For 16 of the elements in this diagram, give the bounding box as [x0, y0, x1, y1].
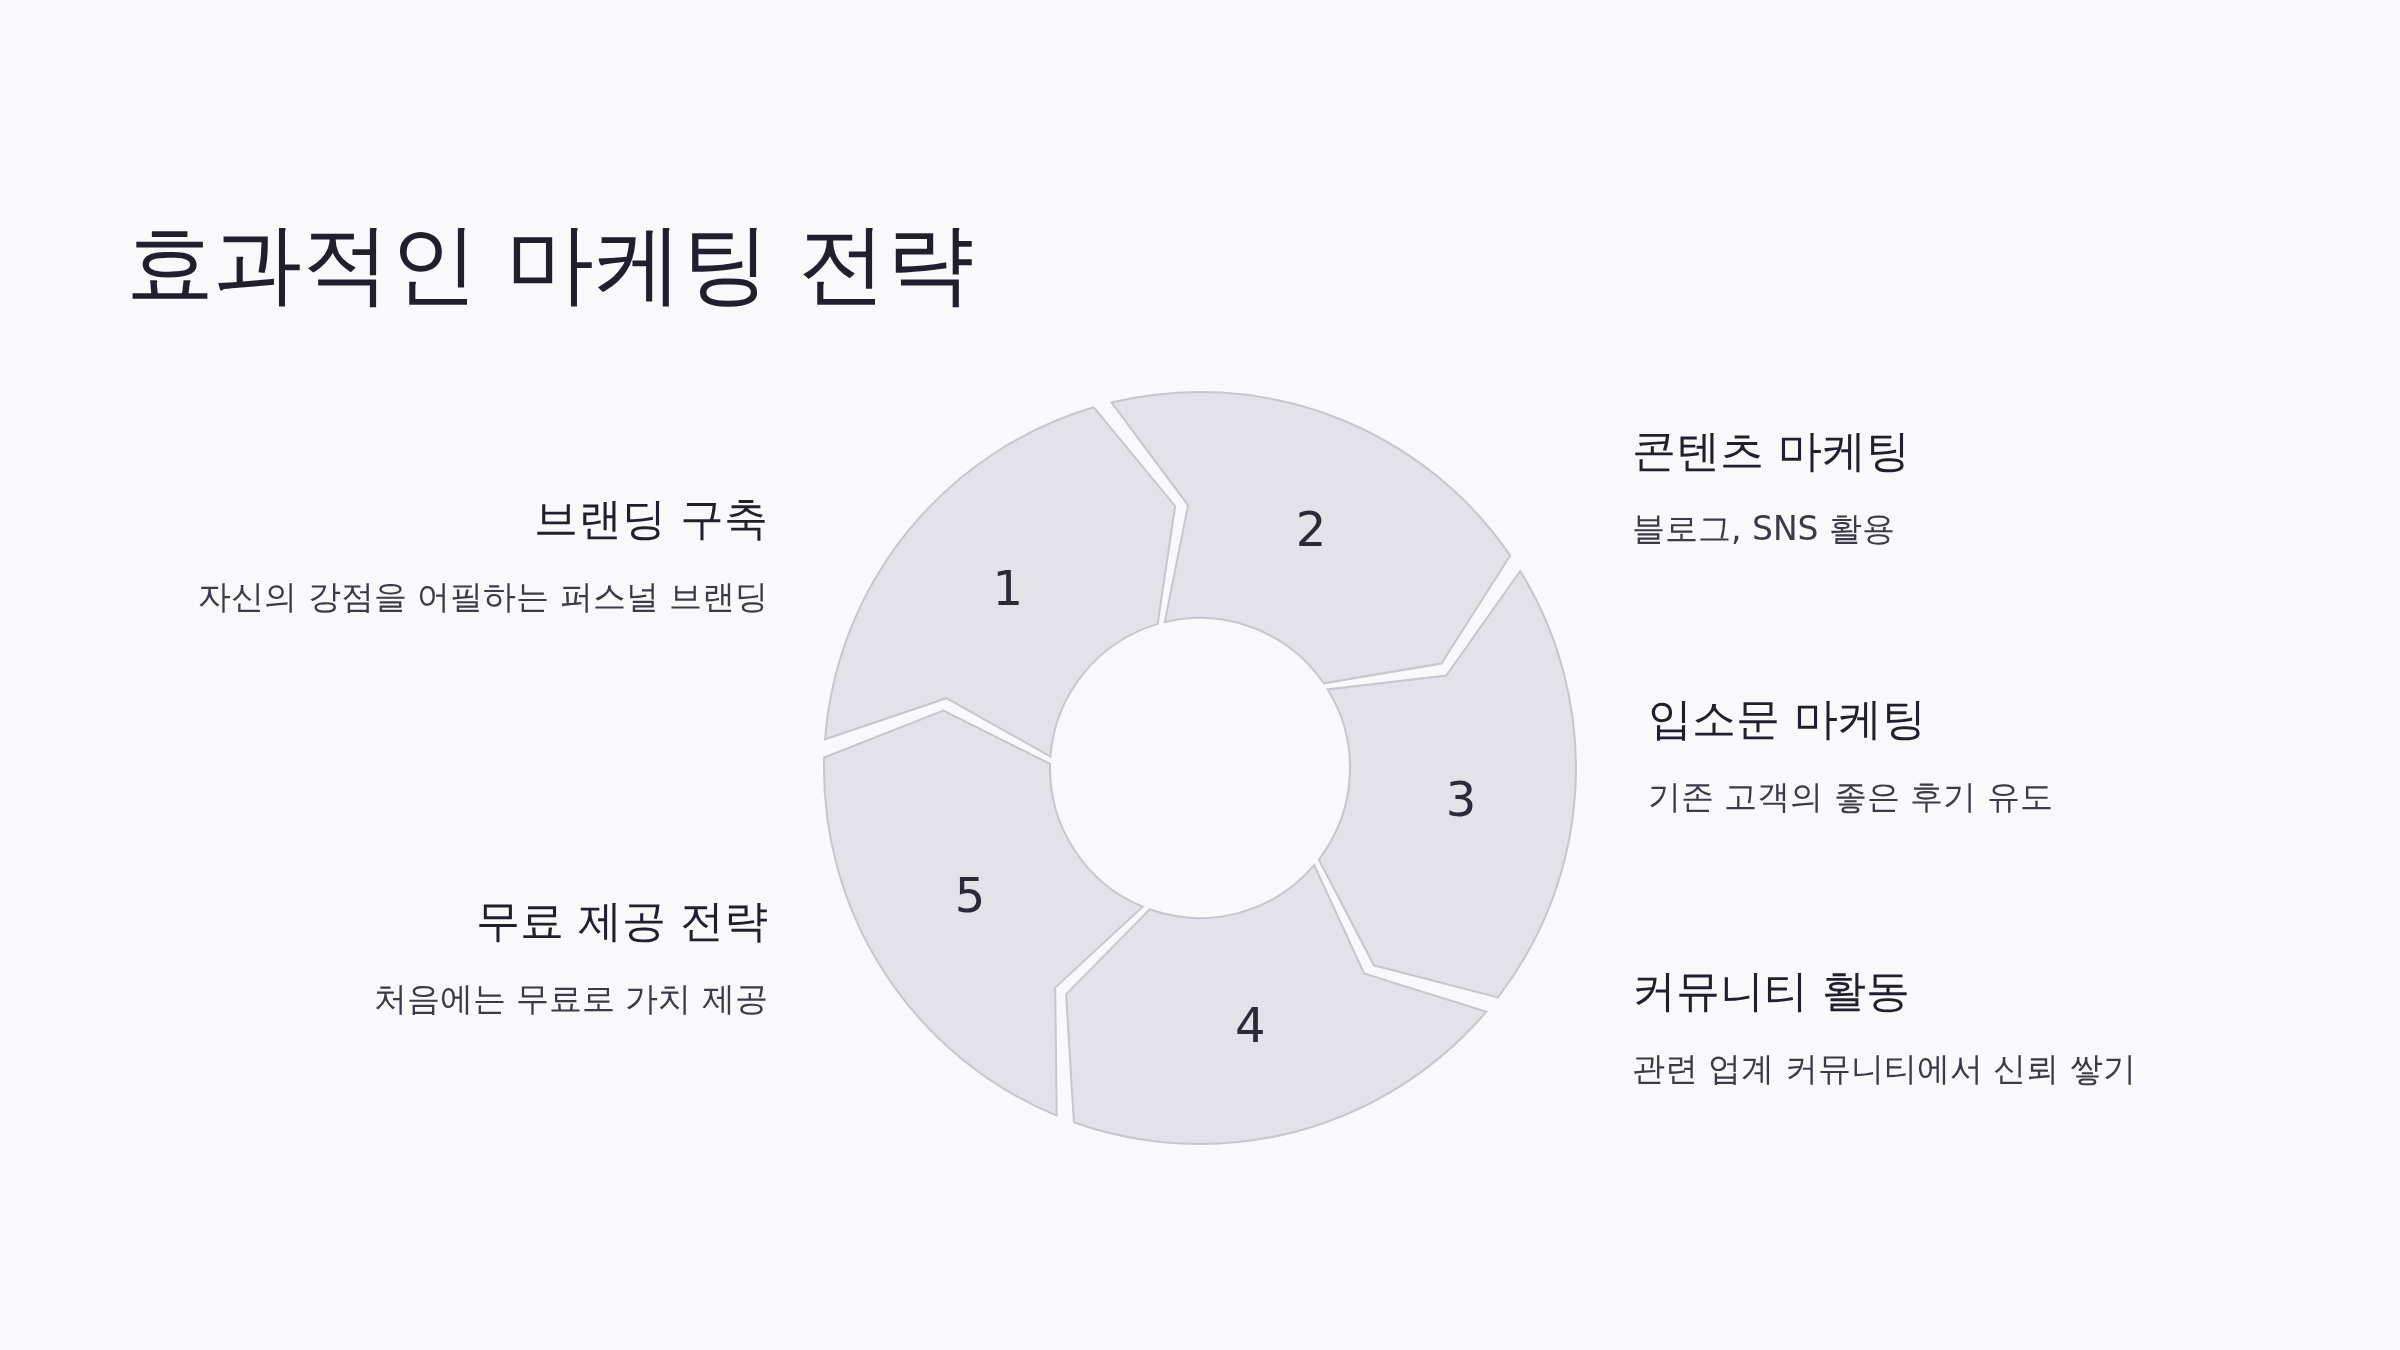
step-heading: 커뮤니티 활동 [1632, 964, 1911, 1018]
step-description: 기존 고객의 좋은 후기 유도 [1648, 776, 2054, 818]
step-number: 3 [1445, 771, 1477, 828]
title: 효과적인 마케팅 전략 [126, 211, 974, 317]
step-description: 블로그, SNS 활용 [1632, 508, 1897, 550]
step-description: 처음에는 무료로 가치 제공 [372, 978, 768, 1020]
step-description: 자신의 강점을 어필하는 퍼스널 브랜딩 [197, 576, 768, 618]
step-heading: 브랜딩 구축 [533, 492, 768, 546]
step-number: 1 [992, 559, 1023, 616]
step-number: 2 [1295, 500, 1327, 557]
step-heading: 무료 제공 전략 [475, 894, 768, 948]
step-number: 4 [1234, 997, 1266, 1054]
step-heading: 콘텐츠 마케팅 [1632, 424, 1911, 478]
step-number: 5 [954, 866, 986, 923]
step-heading: 입소문 마케팅 [1648, 692, 1927, 746]
step-description: 관련 업계 커뮤니티에서 신뢰 쌓기 [1632, 1048, 2137, 1090]
